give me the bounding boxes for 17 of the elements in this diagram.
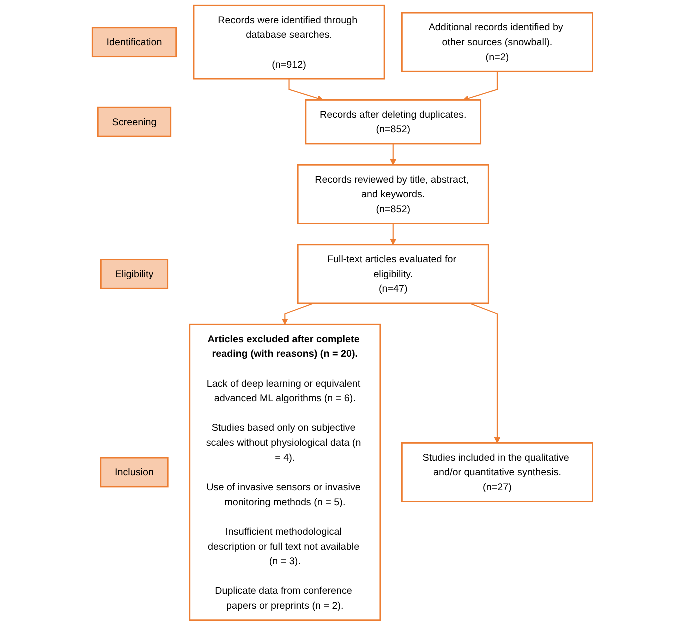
process-box: Studies included in the qualitative and/or quantitative synthesis. (n=27) bbox=[401, 442, 594, 502]
process-box: Records reviewed by title, abstract, and keywords. (n=852) bbox=[297, 164, 490, 224]
arrow bbox=[390, 144, 396, 166]
stage-label: Screening bbox=[97, 106, 172, 138]
stage-label: Eligibility bbox=[100, 259, 168, 290]
process-box: Full-text articles evaluated for eligibility. (n=47) bbox=[297, 244, 490, 304]
process-box: Records were identified through database searches. (n=912) bbox=[193, 4, 386, 80]
arrow bbox=[288, 79, 324, 102]
arrow bbox=[469, 302, 500, 444]
stage-label: Inclusion bbox=[100, 457, 169, 488]
process-box: Records after deleting duplicates. (n=852) bbox=[305, 100, 482, 145]
arrow bbox=[463, 72, 498, 102]
stage-label: Identification bbox=[92, 27, 177, 58]
process-box: Additional records identified by other sources (snowball). (n=2) bbox=[401, 12, 594, 72]
process-box: Articles excluded after complete reading (with reasons) (n = 20). Lack of deep learning or equivalent advanced ML algorithms (n = 6). Studies based only on subjective scales without physiological data (n = 4). Use of invasive sensors or invasive monitoring methods (n = 5). Insufficient methodological description or full text not available (n = 3). Duplicate data from conference papers or preprints (n = 2). bbox=[188, 324, 381, 622]
arrow bbox=[282, 302, 314, 325]
arrow bbox=[390, 224, 396, 246]
